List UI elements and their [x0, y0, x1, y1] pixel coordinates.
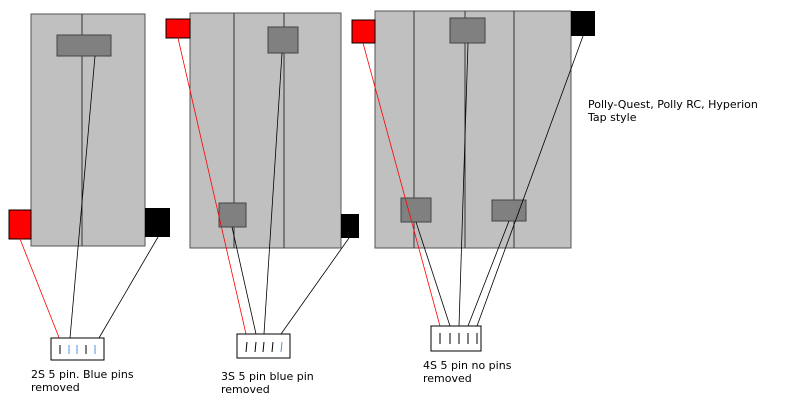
pack-4s-wire-tap-2	[415, 221, 451, 327]
pack-4s-caption-line-2: removed	[423, 372, 472, 385]
pack-2s-wire-tap-1	[69, 55, 96, 339]
tap-style-note: Polly-Quest, Polly RC, Hyperion Tap styl…	[588, 98, 788, 124]
pack-4s-caption: 4S 5 pin no pins removed	[423, 359, 563, 385]
pack-3s-tab-2	[218, 202, 247, 228]
pack-3s-pin-2	[254, 341, 257, 353]
pack-2s-caption-line-1: 2S 5 pin. Blue pins	[31, 368, 134, 381]
pack-4s-positive-lead	[351, 19, 376, 44]
pack-4s	[351, 10, 595, 352]
pack-3s-caption: 3S 5 pin blue pin removed	[221, 370, 361, 396]
pack-2s	[8, 13, 170, 361]
tap-style-note-line-2: Tap style	[588, 111, 637, 124]
pack-4s-negative-lead	[571, 11, 595, 36]
pack-3s-wire-tap-2	[231, 226, 257, 335]
pack-3s-wire-tap-1	[263, 52, 283, 335]
pack-3s-pin-1	[245, 341, 248, 353]
pack-3s-tab-1	[267, 26, 299, 54]
pack-3s-pin-3	[262, 341, 265, 353]
pack-4s-tab-3	[491, 199, 527, 222]
pack-3s-caption-line-1: 3S 5 pin blue pin	[221, 370, 314, 383]
pack-2s-negative-lead	[145, 208, 170, 237]
pack-3s-pin-4	[271, 341, 274, 353]
pack-3s	[165, 12, 359, 359]
pack-4s-caption-line-1: 4S 5 pin no pins	[423, 359, 512, 372]
pack-2s-wire-positive	[19, 238, 61, 341]
pack-3s-wire-positive	[177, 37, 247, 335]
pack-2s-wire-negative	[98, 236, 159, 339]
pack-2s-caption-line-2: removed	[31, 381, 80, 394]
pack-4s-tab-1	[449, 17, 486, 44]
pack-3s-positive-lead	[165, 18, 191, 39]
pack-2s-tab-1	[56, 34, 112, 57]
pack-3s-cells	[189, 12, 342, 249]
tap-style-note-line-1: Polly-Quest, Polly RC, Hyperion	[588, 98, 758, 111]
pack-4s-wire-tap-3	[467, 220, 510, 327]
pack-3s-negative-lead	[341, 214, 359, 238]
pack-4s-wire-negative	[476, 35, 584, 327]
pack-4s-wire-tap-1	[458, 42, 469, 327]
pack-2s-caption: 2S 5 pin. Blue pins removed	[31, 368, 171, 394]
pack-3s-caption-line-2: removed	[221, 383, 270, 396]
pack-4s-tab-2	[400, 197, 432, 223]
pack-2s-positive-lead	[8, 209, 32, 240]
pack-4s-connector	[430, 325, 482, 352]
pack-4s-wire-positive	[362, 42, 441, 327]
pack-3s-pin-5	[280, 341, 283, 353]
pack-3s-wire-negative	[280, 237, 350, 335]
